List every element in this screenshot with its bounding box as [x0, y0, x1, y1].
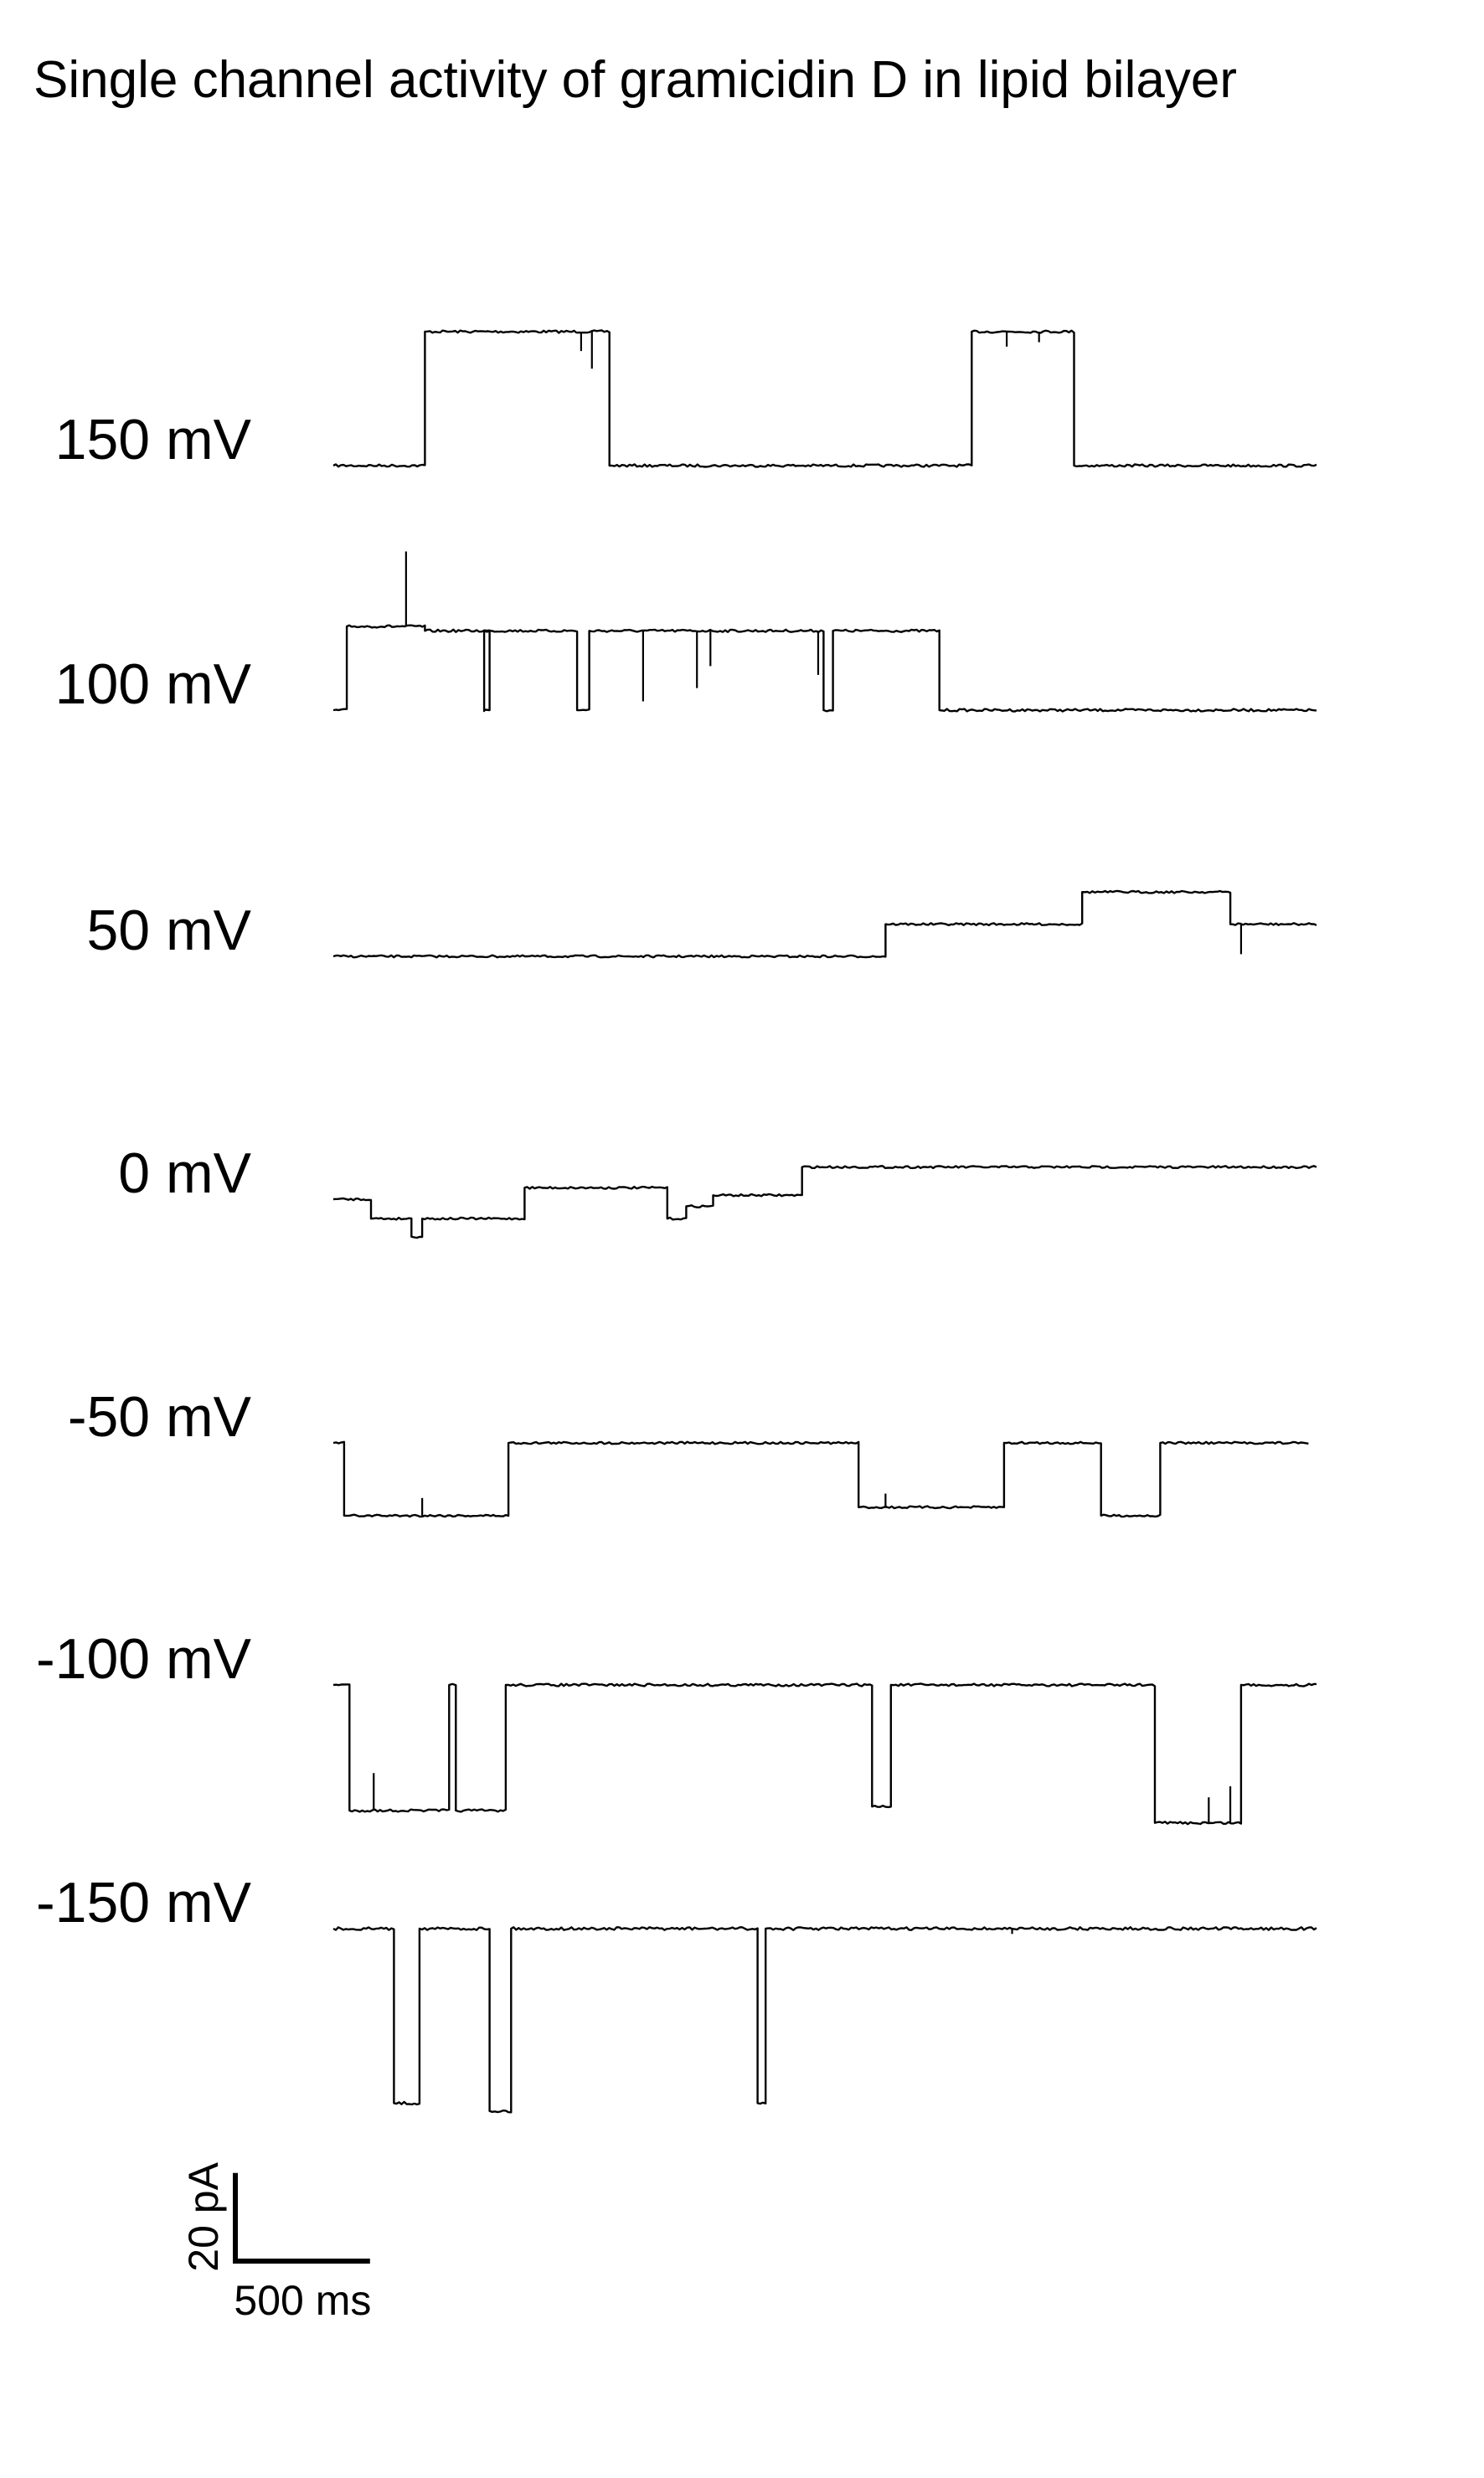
trace-line	[332, 1440, 1309, 1518]
trace-5: -100 mV	[36, 1627, 1317, 1826]
trace-line	[332, 1165, 1317, 1239]
scale-bar-vertical-label: 20 pA	[180, 2161, 227, 2271]
trace-label: 0 mV	[118, 1141, 251, 1205]
trace-label: -100 mV	[36, 1627, 252, 1691]
traces-layer: 150 mV 100 mV 50 mV 0 mV -50 mV -100 mV -150 m…	[36, 329, 1317, 2114]
chart-title: Single channel activity of gramicidin D …	[33, 51, 1238, 109]
trace-line	[332, 1926, 1317, 2114]
scale-bar: 20 pA 500 ms	[180, 2161, 371, 2324]
trace-line	[332, 889, 1317, 959]
trace-2: 50 mV	[86, 889, 1317, 962]
trace-line	[332, 329, 1317, 468]
trace-label: -50 mV	[68, 1385, 252, 1449]
trace-0: 150 mV	[55, 329, 1317, 471]
trace-line	[332, 1682, 1317, 1826]
trace-line	[332, 624, 1317, 713]
trace-3: 0 mV	[118, 1141, 1317, 1239]
trace-6: -150 mV	[36, 1871, 1317, 2114]
trace-4: -50 mV	[68, 1385, 1309, 1518]
trace-label: 150 mV	[55, 408, 252, 471]
scale-bar-horizontal-label: 500 ms	[234, 2277, 371, 2324]
trace-label: 100 mV	[55, 652, 252, 716]
trace-1: 100 mV	[55, 551, 1317, 716]
trace-label: -150 mV	[36, 1871, 252, 1934]
trace-label: 50 mV	[86, 899, 251, 962]
